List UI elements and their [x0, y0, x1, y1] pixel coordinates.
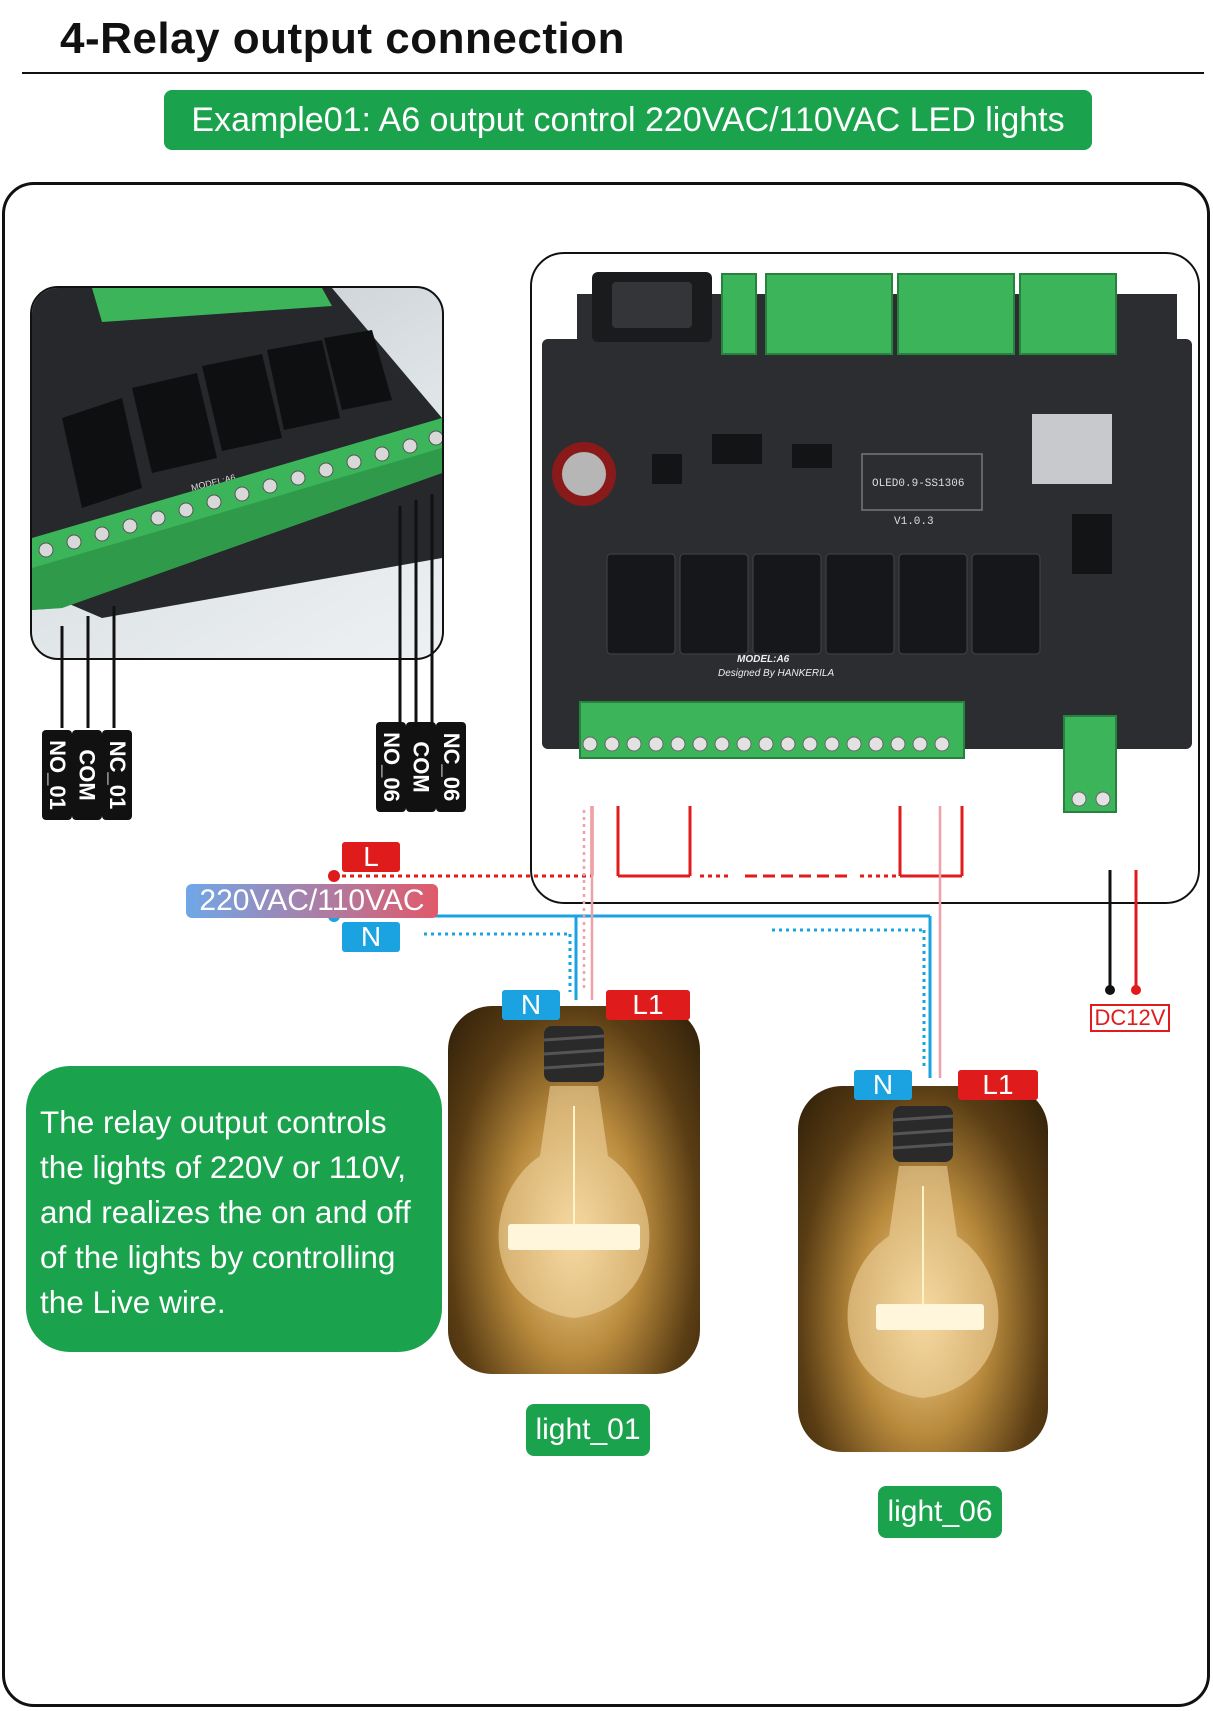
- light-01-live-tag: L1: [606, 989, 690, 1020]
- terminal-label-no-01: NO_01: [42, 730, 72, 820]
- terminal-label-com-06: COM: [406, 722, 436, 812]
- diagram-frame: [2, 182, 1210, 1707]
- live-label: L: [342, 841, 400, 872]
- board-version-text: V1.0.3: [894, 516, 934, 528]
- controller-board-photo: OLED0.9-SS1306 V1.0.3 MODEL:A6 Designed …: [530, 252, 1200, 904]
- neutral-label: N: [342, 921, 400, 952]
- explanation-note: The relay output controls the lights of …: [26, 1066, 442, 1352]
- light-06-live-tag: L1: [958, 1069, 1038, 1100]
- live-wire: [328, 806, 964, 882]
- terminal-label-nc-06: NC_06: [436, 722, 466, 812]
- light-06-photo: [798, 1086, 1048, 1452]
- light-06-label: light_06: [878, 1486, 1002, 1538]
- relay-closeup-photo: MODEL:A6: [30, 286, 444, 660]
- terminal-label-no-06: NO_06: [376, 722, 406, 812]
- example-banner: Example01: A6 output control 220VAC/110V…: [164, 90, 1092, 150]
- board-drawing: OLED0.9-SS1306 V1.0.3 MODEL:A6 Designed …: [542, 272, 1192, 813]
- bulb-drawing: [498, 1026, 650, 1318]
- relay-closeup-drawing: MODEL:A6: [32, 288, 442, 618]
- dc12v-label: DC12V: [1090, 1004, 1170, 1032]
- closeup-terminal-leads: [60, 494, 434, 728]
- page-title: 4-Relay output connection: [60, 14, 625, 63]
- board-model-text: MODEL:A6: [737, 654, 790, 665]
- light-06-neutral-tag: N: [854, 1069, 912, 1100]
- terminal-label-nc-01: NC_01: [102, 730, 132, 820]
- board-screen-text: OLED0.9-SS1306: [872, 478, 964, 490]
- terminal-label-com-01: COM: [72, 730, 102, 820]
- supply-voltage-label: 220VAC/110VAC: [186, 884, 438, 918]
- title-divider: [22, 72, 1204, 74]
- switched-live-wire: [582, 806, 942, 1078]
- board-designer-text: Designed By HANKERILA: [718, 668, 834, 679]
- light-01-label: light_01: [526, 1404, 650, 1456]
- light-01-neutral-tag: N: [502, 989, 560, 1020]
- bulb-drawing: [847, 1106, 999, 1398]
- light-01-photo: [448, 1006, 700, 1374]
- dc-power-leads: [1105, 870, 1141, 995]
